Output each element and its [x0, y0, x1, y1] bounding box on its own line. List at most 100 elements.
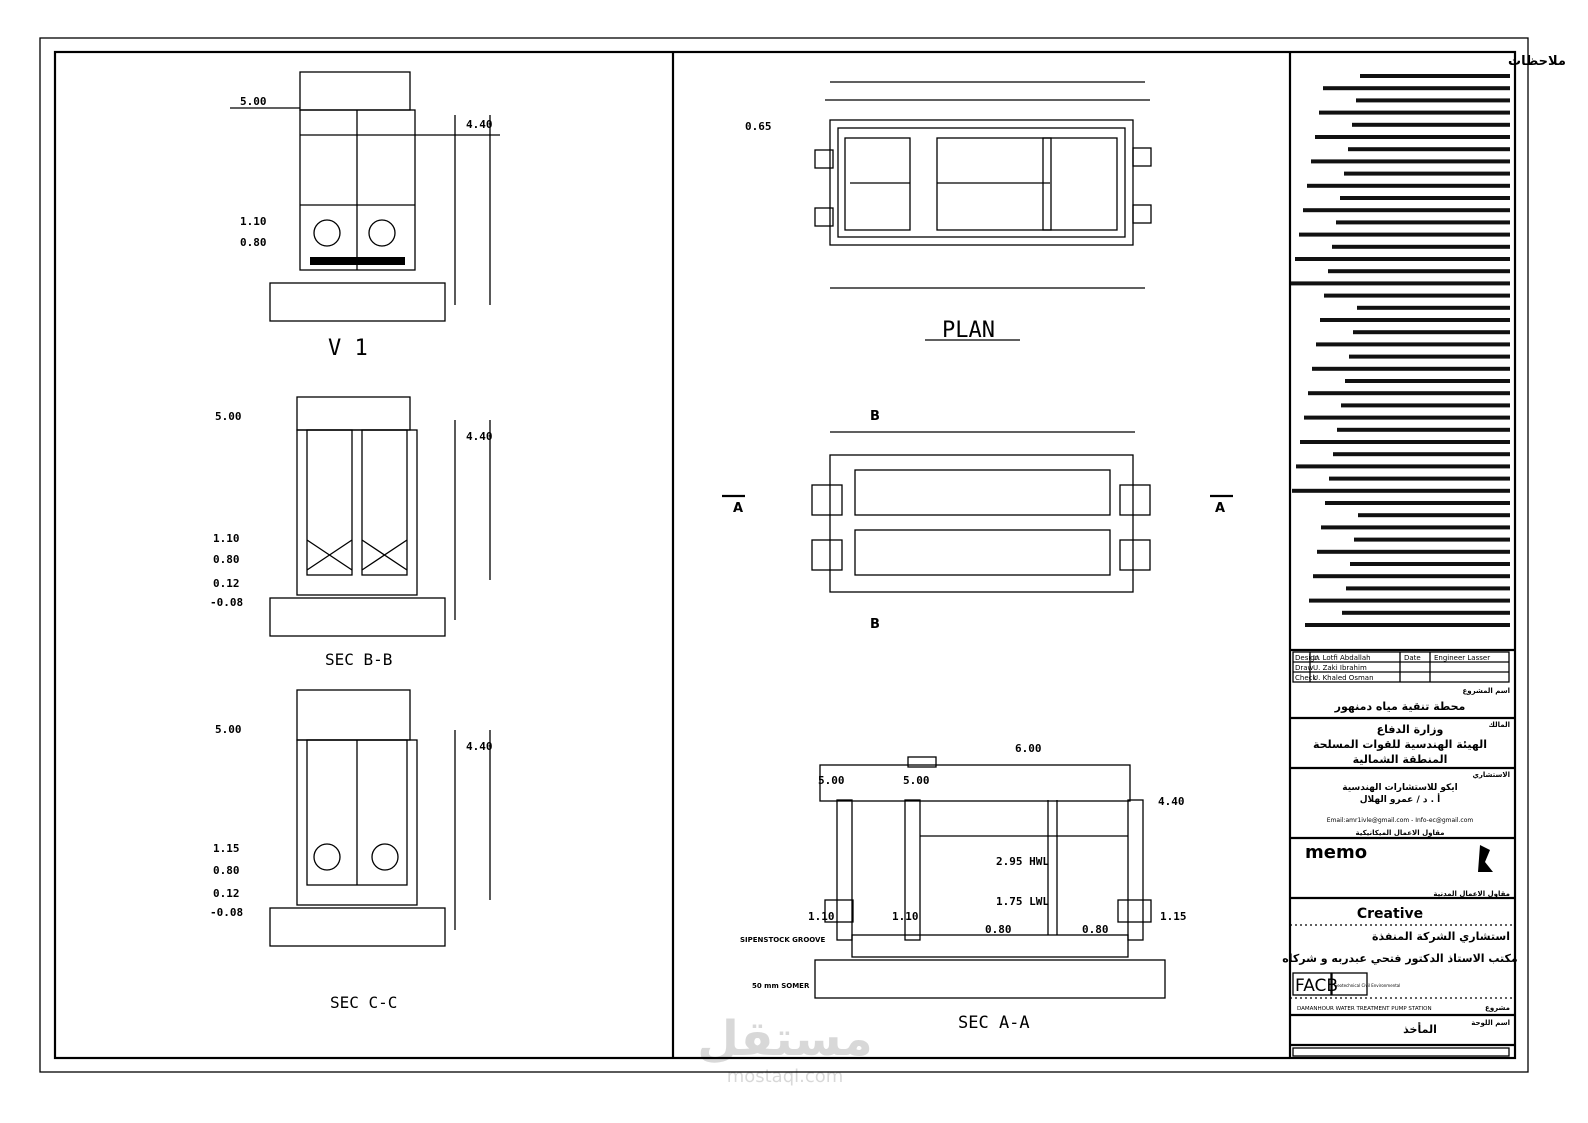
- svg-text:ايكو للاستشارات الهندسية: ايكو للاستشارات الهندسية: [1342, 783, 1457, 793]
- svg-text:Date: Date: [1404, 654, 1421, 662]
- note-line: [1303, 208, 1510, 213]
- note-line: [1315, 135, 1510, 139]
- note-line: [1353, 330, 1510, 335]
- svg-text:5.00: 5.00: [215, 410, 242, 423]
- svg-text:DAMANHOUR WATER TREATMENT PUMP: DAMANHOUR WATER TREATMENT PUMP STATION: [1297, 1006, 1432, 1012]
- svg-text:المأخذ: المأخذ: [1403, 1022, 1437, 1036]
- note-line: [1311, 159, 1510, 164]
- svg-text:اسم المشروع: اسم المشروع: [1462, 687, 1510, 695]
- note-line: [1360, 74, 1510, 78]
- note-line: [1354, 537, 1510, 542]
- svg-text:mostaql.com: mostaql.com: [727, 1066, 844, 1087]
- note-line: [1358, 513, 1510, 518]
- svg-text:مشروع: مشروع: [1485, 1004, 1510, 1012]
- note-line: [1313, 574, 1510, 579]
- svg-text:A: A: [733, 501, 743, 516]
- view-plan: 0.65 PLAN: [745, 81, 1152, 343]
- svg-text:Creative: Creative: [1357, 906, 1423, 922]
- note-line: [1350, 562, 1510, 566]
- svg-text:A: A: [1215, 501, 1225, 516]
- note-line: [1329, 476, 1510, 481]
- note-line: [1328, 269, 1510, 274]
- note-line: [1340, 196, 1510, 200]
- svg-text:0.80: 0.80: [1082, 923, 1109, 936]
- svg-text:1.10: 1.10: [892, 910, 919, 923]
- svg-text:محطة تنقية مياه دمنهور: محطة تنقية مياه دمنهور: [1334, 700, 1466, 713]
- note-line: [1300, 440, 1510, 444]
- note-line: [1308, 391, 1510, 396]
- svg-text:4.40: 4.40: [466, 740, 493, 753]
- note-line: [1357, 305, 1510, 310]
- facb-logo: FACB: [1295, 976, 1338, 996]
- view-sec-aa: 6.00 5.00 5.00 4.40 2.95 HWL 1.75 LWL 1.…: [740, 742, 1187, 1033]
- note-line: [1356, 98, 1510, 103]
- note-line: [1333, 452, 1510, 457]
- note-line: [1341, 403, 1510, 408]
- svg-text:0.80: 0.80: [213, 553, 240, 566]
- svg-text:وزارة الدفاع: وزارة الدفاع: [1377, 723, 1444, 736]
- svg-text:B: B: [870, 617, 880, 632]
- svg-text:0.65: 0.65: [745, 120, 772, 133]
- view-v1: 5.00 4.40 1.10 0.80 V 1: [230, 71, 500, 361]
- view-title: SEC A-A: [958, 1013, 1030, 1033]
- svg-text:B: B: [870, 409, 880, 424]
- note-line: [1312, 366, 1510, 371]
- svg-text:المنطقة الشمالية: المنطقة الشمالية: [1353, 753, 1448, 766]
- svg-text:مقاول الاعمال المدنية: مقاول الاعمال المدنية: [1433, 890, 1510, 898]
- svg-text:اسم اللوحة: اسم اللوحة: [1471, 1019, 1510, 1027]
- contractor-logo: [1478, 845, 1493, 872]
- watermark: مستقل mostaql.com: [697, 1011, 873, 1087]
- note-line: [1324, 293, 1510, 298]
- note-line: [1346, 586, 1510, 591]
- svg-text:0.80: 0.80: [985, 923, 1012, 936]
- svg-text:مكتب الاستاذ الدكتور فتحي عبدر: مكتب الاستاذ الدكتور فتحي عبدربه و شركاه: [1282, 952, 1518, 965]
- svg-text:6.00: 6.00: [1015, 742, 1042, 755]
- note-line: [1299, 232, 1510, 237]
- svg-text:1.10: 1.10: [213, 532, 240, 545]
- svg-text:Check: Check: [1295, 674, 1317, 682]
- notes-panel: ملاحظات: [1291, 54, 1566, 627]
- svg-text:مقاول الاعمال الميكانيكية: مقاول الاعمال الميكانيكية: [1355, 829, 1444, 837]
- svg-text:5.00: 5.00: [240, 95, 267, 108]
- note-line: [1325, 501, 1510, 505]
- note-line: [1345, 379, 1510, 383]
- svg-text:U. Khaled Osman: U. Khaled Osman: [1313, 674, 1374, 682]
- svg-text:أ . د / عمرو الهلال: أ . د / عمرو الهلال: [1360, 793, 1441, 805]
- svg-text:5.00: 5.00: [903, 774, 930, 787]
- note-line: [1309, 598, 1510, 603]
- svg-text:Email:amr1ivle@gmail.com - Inf: Email:amr1ivle@gmail.com - Info-ec@gmail…: [1327, 817, 1474, 824]
- outer-border: [39, 37, 1529, 1073]
- note-line: [1352, 122, 1510, 127]
- svg-text:5.00: 5.00: [818, 774, 845, 787]
- note-line: [1337, 427, 1510, 432]
- note-line: [1332, 244, 1510, 249]
- svg-text:0.12: 0.12: [213, 577, 240, 590]
- inner-border: [53, 50, 1517, 1060]
- note-line: [1292, 488, 1510, 493]
- svg-text:2.95 HWL: 2.95 HWL: [996, 855, 1049, 868]
- svg-text:-0.08: -0.08: [210, 906, 243, 919]
- note-line: [1305, 623, 1510, 627]
- note-line: [1319, 110, 1510, 115]
- note-line: [1336, 220, 1510, 225]
- svg-text:5.00: 5.00: [215, 723, 242, 736]
- notes-title: ملاحظات: [1508, 54, 1566, 69]
- note-line: [1304, 415, 1510, 420]
- view-sec-cc: 5.00 4.40 1.15 0.80 0.12 -0.08 SEC C-C: [210, 689, 493, 1012]
- note-line: [1344, 171, 1510, 176]
- note-line: [1317, 549, 1510, 554]
- svg-text:0.80: 0.80: [240, 236, 267, 249]
- svg-text:Engineer Lasser: Engineer Lasser: [1434, 654, 1490, 662]
- view-title: SEC B-B: [325, 650, 392, 669]
- svg-text:U. Zaki Ibrahim: U. Zaki Ibrahim: [1313, 664, 1367, 672]
- view-title: PLAN: [942, 318, 995, 343]
- svg-text:Geotechnical Civil Environment: Geotechnical Civil Environmental: [1334, 983, 1400, 988]
- note-line: [1349, 354, 1510, 359]
- note-line: [1323, 86, 1510, 91]
- svg-text:المالك: المالك: [1489, 721, 1511, 729]
- view-section-plan: A A B B: [722, 409, 1233, 632]
- note-line: [1291, 281, 1510, 286]
- memo-logo: memo: [1305, 842, 1367, 863]
- view-sec-bb: 5.00 4.40 1.10 0.80 0.12 -0.08 SEC B-B: [210, 396, 493, 669]
- note-line: [1316, 342, 1510, 347]
